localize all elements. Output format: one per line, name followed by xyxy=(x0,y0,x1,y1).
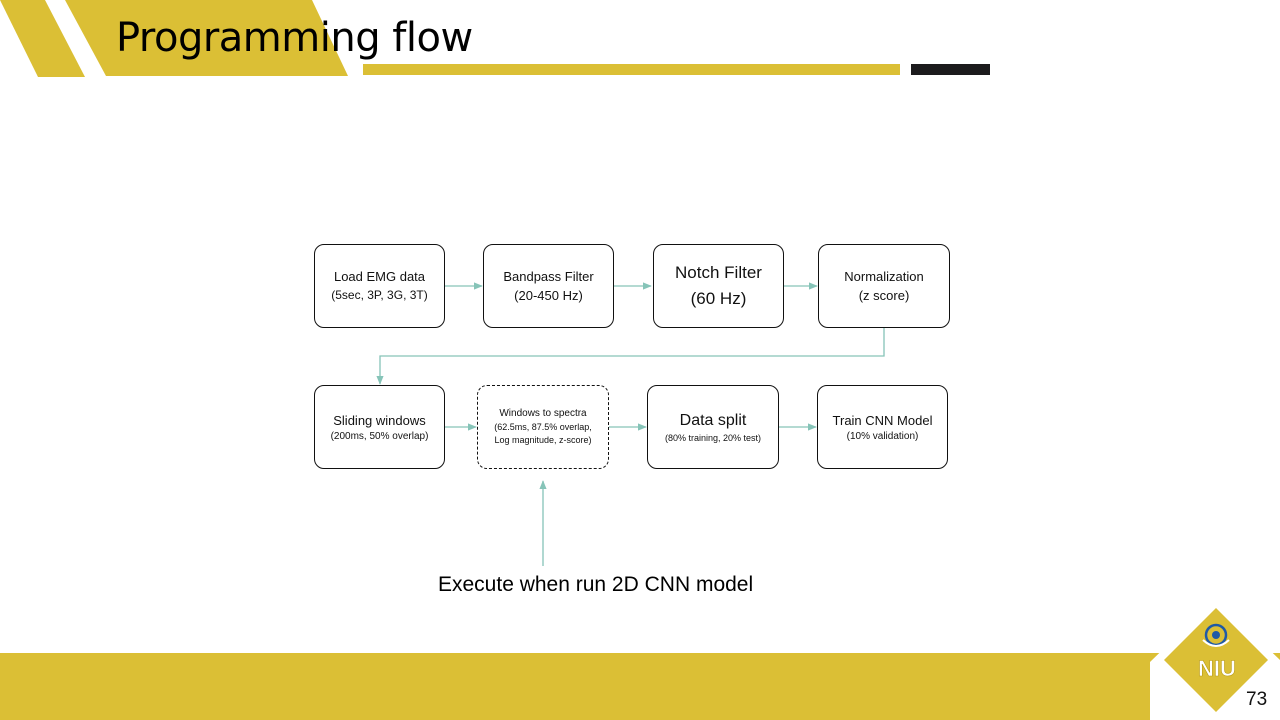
step-detail: (80% training, 20% test) xyxy=(664,432,762,443)
step-detail: (62.5ms, 87.5% overlap, xyxy=(494,422,592,432)
step-title: Train CNN Model xyxy=(832,412,933,428)
step-sliding-windows: Sliding windows (200ms, 50% overlap) xyxy=(314,385,445,469)
step-detail: (60 Hz) xyxy=(690,289,747,308)
step-title: Sliding windows xyxy=(333,412,426,428)
step-detail: (200ms, 50% overlap) xyxy=(330,430,429,442)
page-title: Programming flow xyxy=(116,15,473,61)
arrow-normalization-to-sliding xyxy=(376,328,885,385)
step-bandpass-filter: Bandpass Filter (20-450 Hz) xyxy=(483,244,614,328)
step-detail: (20-450 Hz) xyxy=(514,288,583,303)
step-data-split: Data split (80% training, 20% test) xyxy=(647,385,779,469)
step-detail: (10% validation) xyxy=(846,430,919,442)
logo-text: NIU xyxy=(1198,656,1236,681)
page-number: 73 xyxy=(1246,689,1268,710)
footer-band xyxy=(0,653,1280,720)
step-title: Load EMG data xyxy=(333,269,426,284)
step-title: Bandpass Filter xyxy=(503,269,594,284)
step-load-emg-data: Load EMG data (5sec, 3P, 3G, 3T) xyxy=(314,244,445,328)
annotation-text: Execute when run 2D CNN model xyxy=(438,573,754,596)
header-band xyxy=(65,0,348,76)
header-stripe-left xyxy=(0,0,85,77)
step-detail-2: Log magnitude, z-score) xyxy=(494,435,592,445)
step-title: Windows to spectra xyxy=(499,408,587,419)
step-detail: (5sec, 3P, 3G, 3T) xyxy=(331,288,428,302)
step-title: Notch Filter xyxy=(675,263,762,282)
step-detail: (z score) xyxy=(858,288,910,303)
logo-diamond-inner xyxy=(1164,608,1268,712)
step-windows-to-spectra: Windows to spectra (62.5ms, 87.5% overla… xyxy=(477,385,609,469)
title-underline-dark xyxy=(911,64,990,75)
step-title: Data split xyxy=(679,411,747,429)
step-notch-filter: Notch Filter (60 Hz) xyxy=(653,244,784,328)
logo-swirl-icon xyxy=(1202,623,1230,647)
title-underline-gold xyxy=(363,64,900,75)
step-normalization: Normalization (z score) xyxy=(818,244,950,328)
step-train-cnn-model: Train CNN Model (10% validation) xyxy=(817,385,948,469)
step-title: Normalization xyxy=(844,269,924,284)
